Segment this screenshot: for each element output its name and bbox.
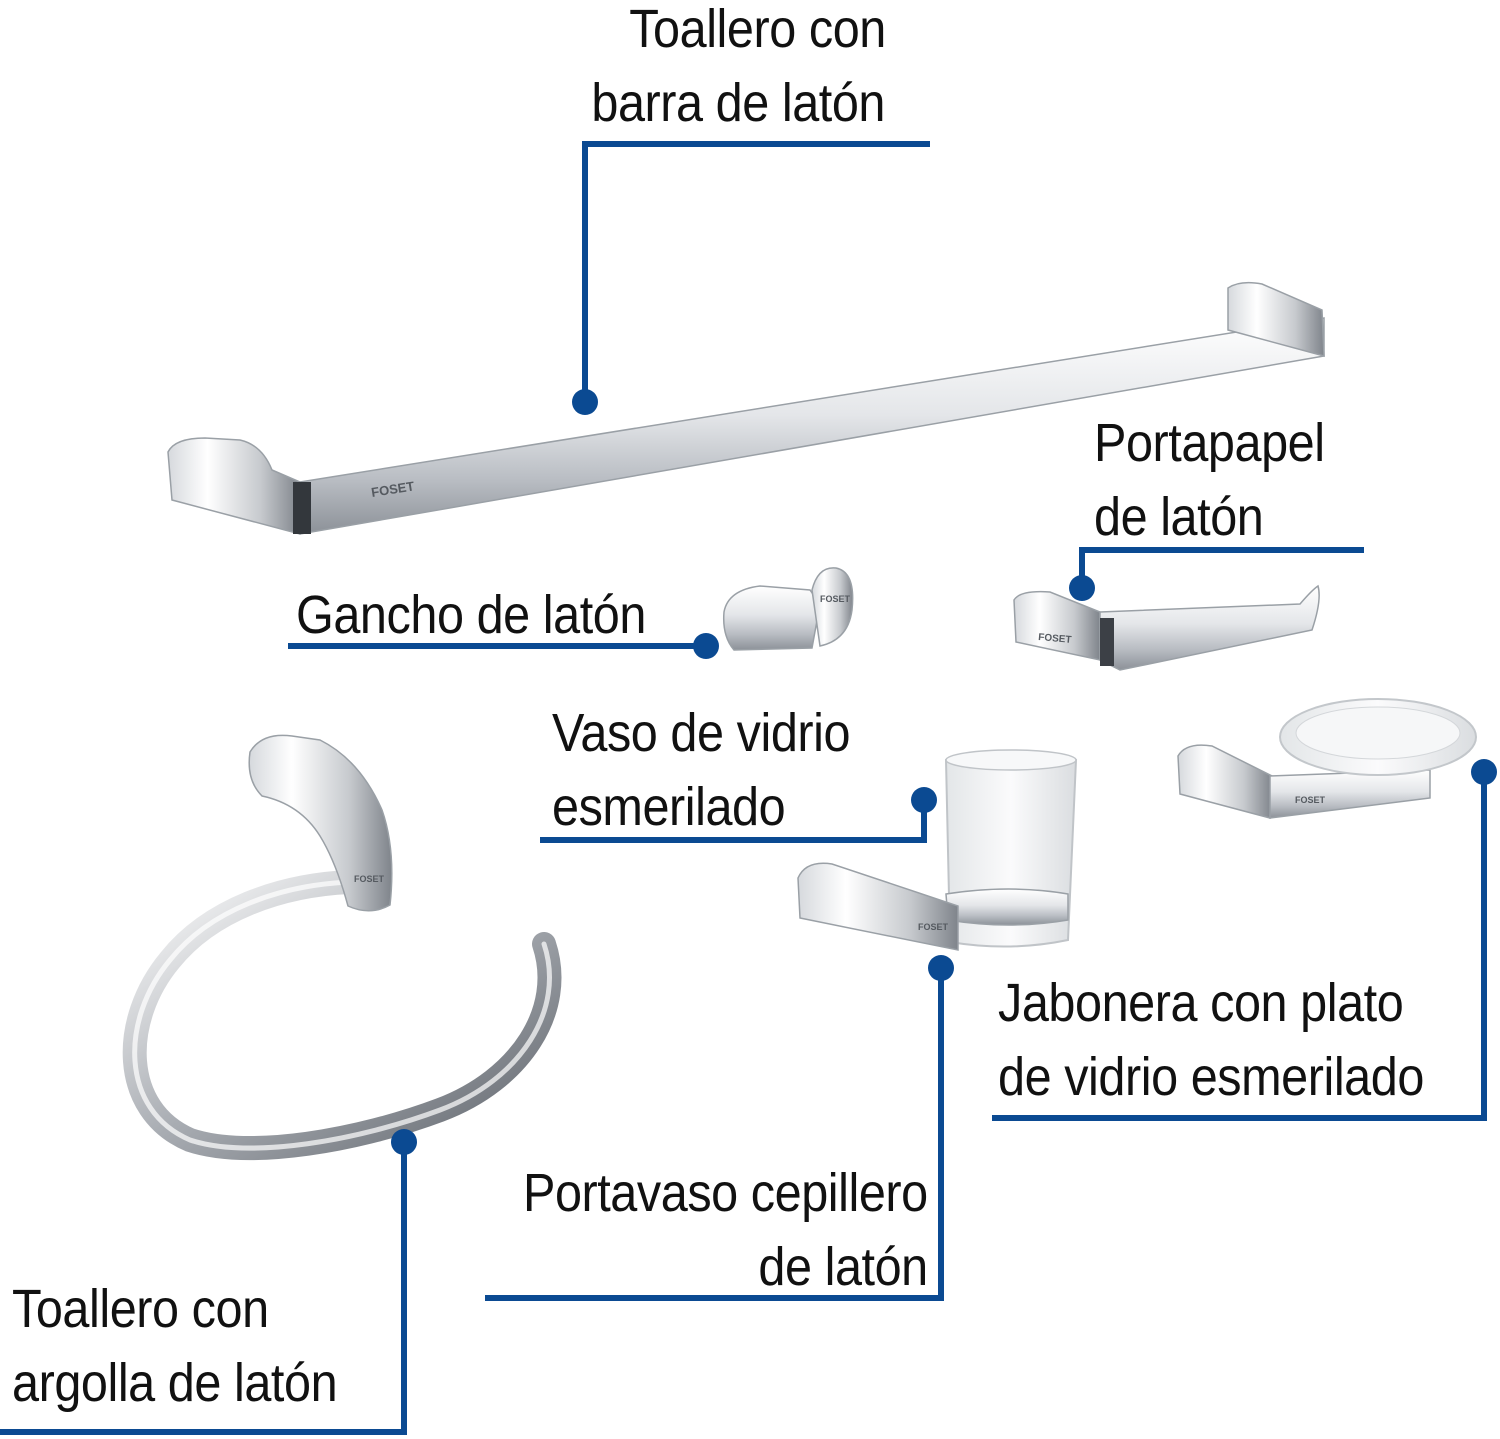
leader-paper-holder	[1079, 547, 1364, 588]
label-glass-line2: esmerilado	[552, 777, 786, 837]
label-towel-ring: Toallero con argolla de latón	[12, 1272, 338, 1420]
label-tumbler-holder-line1: Portavaso cepillero	[523, 1163, 928, 1223]
foset-logo: FOSET	[918, 922, 949, 932]
leader-tumbler-holder	[485, 968, 944, 1301]
label-towel-bar: Toallero con barra de latón	[591, 0, 886, 140]
paper-holder: FOSET	[1013, 584, 1320, 671]
label-glass-line1: Vaso de vidrio	[552, 703, 851, 763]
dot-hook	[693, 633, 719, 659]
soap-dish: FOSET	[1177, 698, 1477, 819]
leader-towel-bar	[582, 141, 930, 402]
leader-dots	[391, 389, 1497, 1155]
dot-tumbler-holder	[928, 955, 954, 981]
label-soap-dish-line1: Jabonera con plato	[998, 973, 1404, 1033]
label-paper-holder: Portapapel de latón	[1094, 406, 1325, 554]
leader-lines	[0, 141, 1487, 1435]
dot-glass	[911, 787, 937, 813]
label-glass: Vaso de vidrio esmerilado	[552, 696, 851, 844]
foset-logo: FOSET	[1295, 795, 1326, 805]
leader-towel-ring	[0, 1142, 407, 1435]
label-soap-dish: Jabonera con plato de vidrio esmerilado	[998, 966, 1424, 1114]
leader-glass	[540, 800, 927, 843]
label-hook: Gancho de latón	[296, 578, 646, 652]
foset-logo: FOSET	[354, 874, 385, 884]
label-towel-bar-line2: barra de latón	[591, 73, 886, 133]
label-tumbler-holder-line2: de latón	[758, 1237, 929, 1297]
label-soap-dish-line2: de vidrio esmerilado	[998, 1047, 1424, 1107]
label-towel-ring-line2: argolla de latón	[12, 1353, 338, 1413]
leader-soap-dish	[992, 772, 1487, 1121]
towel-ring: FOSET	[122, 734, 562, 1161]
dot-towel-ring	[391, 1129, 417, 1155]
label-hook-line1: Gancho de latón	[296, 585, 646, 645]
label-towel-ring-line1: Toallero con	[12, 1279, 269, 1339]
dot-paper-holder	[1069, 575, 1095, 601]
foset-logo: FOSET	[370, 478, 415, 500]
towel-bar: FOSET	[167, 281, 1325, 535]
dot-soap-dish	[1471, 759, 1497, 785]
tumbler-holder: FOSET	[797, 749, 1078, 951]
label-paper-holder-line2: de latón	[1094, 487, 1264, 547]
foset-logo: FOSET	[1038, 632, 1072, 646]
label-tumbler-holder: Portavaso cepillero de latón	[523, 1156, 928, 1304]
dot-towel-bar	[572, 389, 598, 415]
robe-hook: FOSET	[722, 567, 854, 651]
label-towel-bar-line1: Toallero con	[629, 0, 886, 59]
foset-logo: FOSET	[820, 594, 851, 604]
label-paper-holder-line1: Portapapel	[1094, 413, 1325, 473]
